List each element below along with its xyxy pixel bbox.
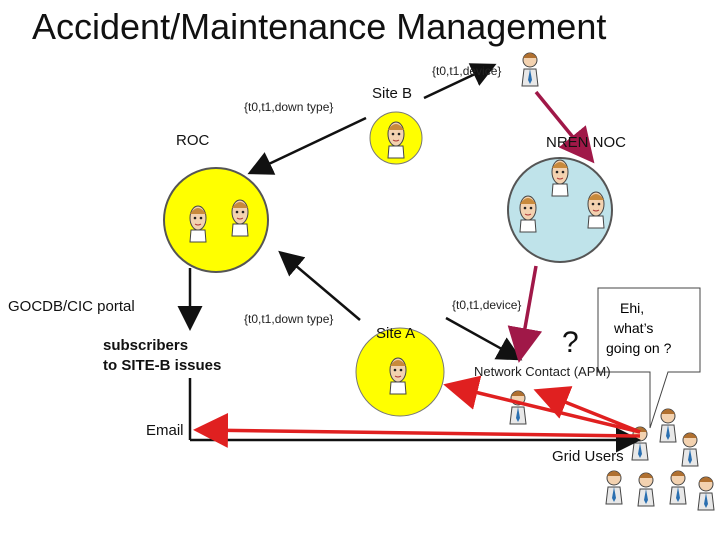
apm-person-icon <box>509 390 527 425</box>
grid-user-icon <box>637 472 655 507</box>
roc-label: ROC <box>176 132 210 149</box>
subscribers-label: subscribers to SITE-B issues <box>103 336 221 376</box>
siteb-downtype-message: {t0,t1,down type} <box>244 100 334 114</box>
grid-user-icon <box>605 470 623 505</box>
network-contact-label: Network Contact (APM) <box>474 364 611 379</box>
speech-callout <box>597 287 701 429</box>
site-a-label: Site A <box>376 325 416 342</box>
nren-noc-label: NREN NOC <box>546 134 627 151</box>
noc-contact-person-icon <box>521 52 539 87</box>
grid-user-icon <box>681 432 699 467</box>
sitea-downtype-message: {t0,t1,down type} <box>244 312 334 326</box>
subscribers-line-2: to SITE-B issues <box>103 357 222 374</box>
arrow-users-to-apm <box>533 386 641 434</box>
page-title: Accident/Maintenance Management <box>32 6 607 47</box>
roc-circle <box>163 167 269 273</box>
grid-users-label: Grid Users <box>552 448 624 465</box>
callout-line-2: what’s <box>614 320 654 336</box>
arrow-siteb-to-noc-contact <box>423 63 497 100</box>
roc-operator-1-icon <box>189 205 207 243</box>
arrow-users-to-email <box>193 412 641 448</box>
arrow-noc-contact-to-noc <box>534 90 595 164</box>
callout-line-1: Ehi, <box>620 300 645 316</box>
noc-operator-3-icon <box>587 191 605 229</box>
roc-operator-2-icon <box>231 199 249 237</box>
site-b-admin-icon <box>387 121 405 159</box>
question-mark: ? <box>562 326 579 359</box>
site-b-label: Site B <box>372 85 413 102</box>
siteb-device-message: {t0,t1,device} <box>432 64 502 78</box>
arrow-noc-to-apm <box>507 265 543 363</box>
grid-user-icon <box>659 408 677 443</box>
gocdb-portal-label: GOCDB/CIC portal <box>8 298 135 315</box>
arrow-siteb-to-roc <box>247 116 367 175</box>
callout-text: Ehi, what’s going on ? <box>606 298 706 358</box>
grid-user-icon <box>697 476 715 511</box>
email-label: Email <box>146 422 184 439</box>
site-a-admin-icon <box>389 357 407 395</box>
noc-operator-2-icon <box>519 195 537 233</box>
grid-user-icon <box>669 470 687 505</box>
noc-operator-1-icon <box>551 159 569 197</box>
arrow-sitea-to-apm <box>445 316 523 361</box>
sitea-device-message: {t0,t1,device} <box>452 298 522 312</box>
subscribers-line-1: subscribers <box>103 337 189 354</box>
arrow-sitea-to-roc <box>278 250 361 321</box>
callout-line-3: going on ? <box>606 340 672 356</box>
